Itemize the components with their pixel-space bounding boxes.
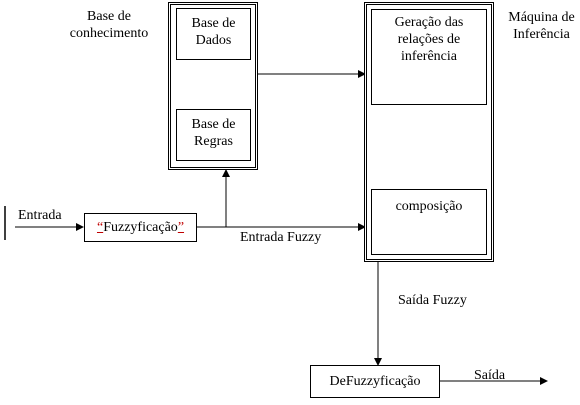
fuzzification-open-quote: “: [96, 220, 104, 235]
data-base-box: Base de Dados: [176, 8, 251, 60]
defuzzification-box: DeFuzzyficação: [310, 365, 440, 398]
inference-machine-label-line1: Máquina de: [508, 10, 575, 25]
defuzzification-label: DeFuzzyficação: [329, 374, 421, 389]
fuzzy-output-label: Saída Fuzzy: [398, 293, 467, 308]
composition-box: composição: [371, 189, 487, 255]
generation-label-line2: relações de: [397, 32, 461, 47]
inference-machine-label-line2: Inferência: [513, 27, 570, 42]
fuzzification-box: “Fuzzyficação”: [84, 213, 197, 242]
generation-label-line1: Geração das: [394, 15, 464, 30]
rule-base-box: Base de Regras: [176, 109, 251, 161]
fuzzification-close-quote: ”: [177, 220, 185, 235]
data-base-label-line2: Dados: [195, 33, 232, 48]
rule-base-label-line1: Base de: [191, 117, 236, 132]
data-base-label-line1: Base de: [191, 16, 236, 31]
composition-label: composição: [395, 199, 463, 214]
generation-label-line3: inferência: [401, 49, 457, 64]
output-label: Saída: [474, 368, 506, 383]
fuzzy-input-label: Entrada Fuzzy: [240, 230, 322, 245]
inference-generation-box: Geração das relações de inferência: [371, 9, 487, 105]
knowledge-base-label-line1: Base de: [87, 9, 131, 24]
rule-base-label-line2: Regras: [194, 134, 233, 149]
fuzzification-label: Fuzzyficação: [103, 220, 178, 235]
input-label: Entrada: [18, 208, 62, 223]
inference-machine-label: Máquina de Inferência: [503, 9, 580, 43]
knowledge-base-label: Base de conhecimento: [58, 8, 160, 42]
knowledge-base-label-line2: conhecimento: [69, 26, 149, 41]
